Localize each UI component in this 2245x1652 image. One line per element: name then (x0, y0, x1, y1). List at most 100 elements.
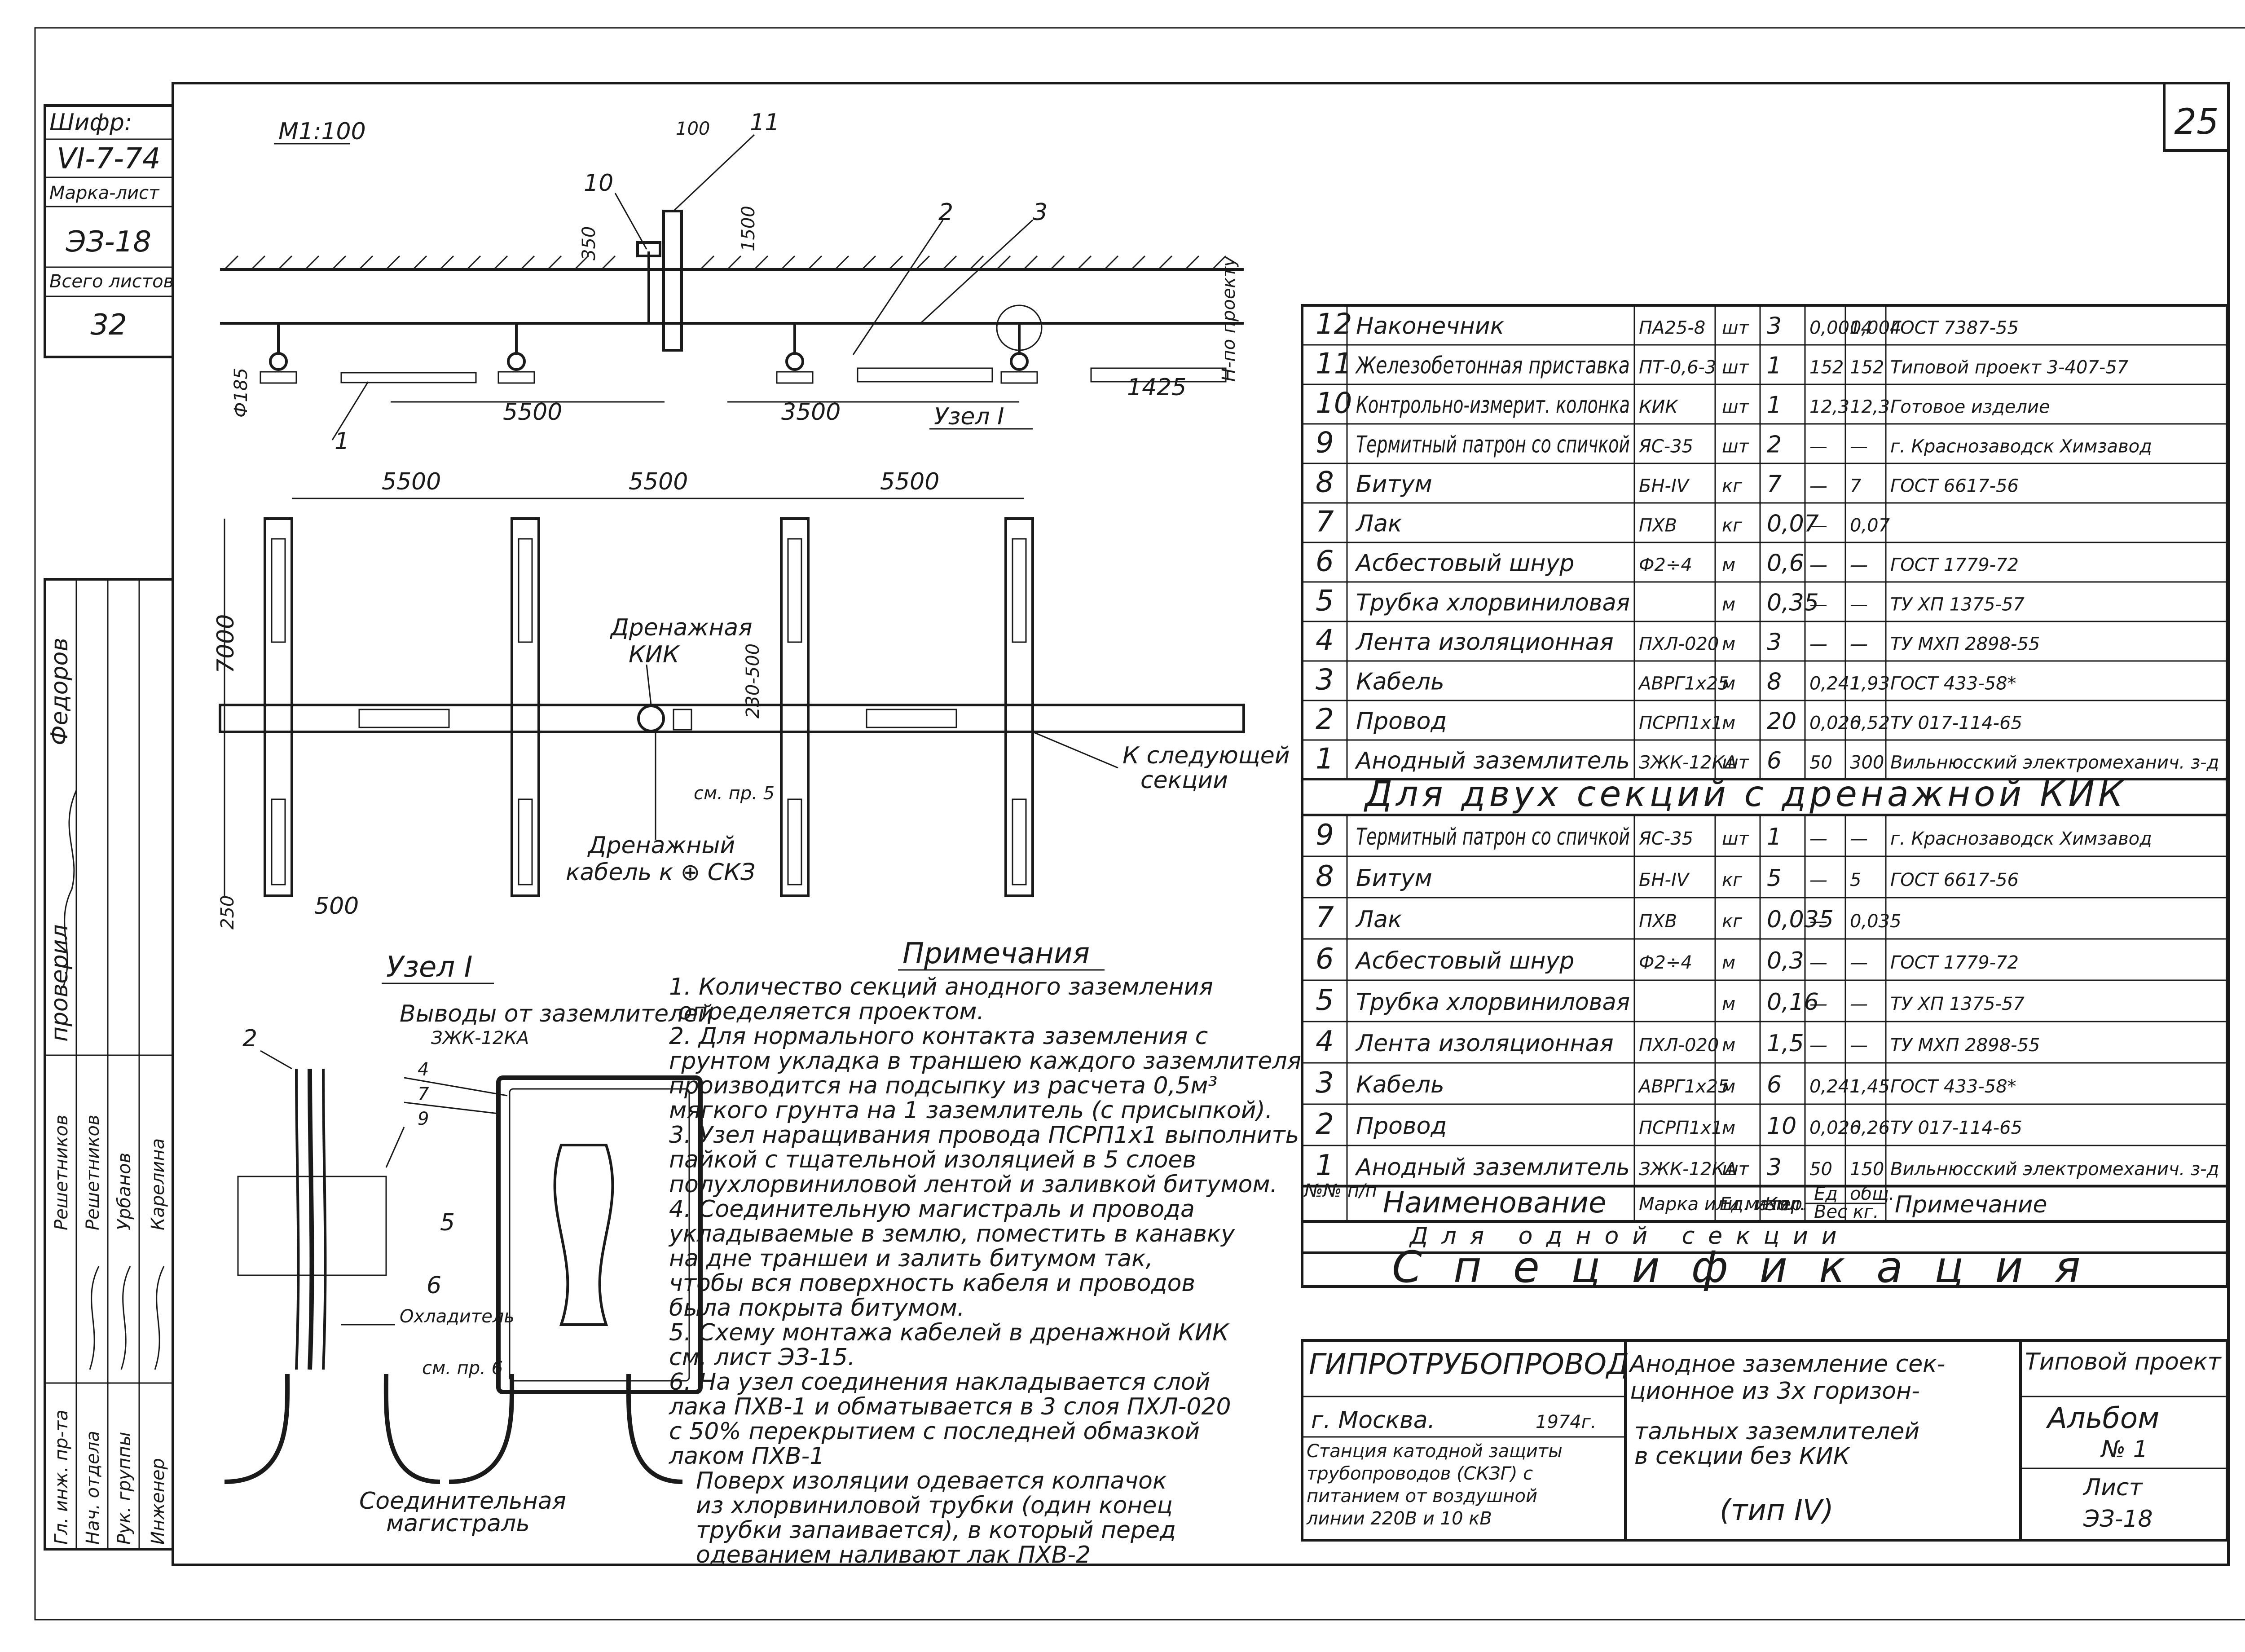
note-line-11: укладываемые в землю, поместить в канавк… (668, 1220, 1235, 1247)
spec-cell-name: Трубка хлорвиниловая (1356, 589, 1630, 616)
spec-cell-w2: — (1850, 828, 1868, 849)
spec-cell-qty: 6 (1767, 1071, 1782, 1098)
plan-dim-left-250: 250 (217, 895, 238, 930)
spec-cell-w1: 152 (1809, 357, 1844, 378)
role-engineer: Инженер (148, 1458, 168, 1545)
spec-cell-w2: — (1850, 436, 1868, 457)
spec-cell-name: Анодный заземлитель (1355, 1154, 1630, 1181)
spec-cell-mark: БН-IV (1639, 476, 1690, 496)
spec-section-caption: Для двух секций с дренажной КИК (1364, 774, 2126, 815)
title-desc-1: Станция катодной защиты (1307, 1441, 1563, 1462)
spec-cell-w2: — (1850, 634, 1868, 654)
plan-drain-cable-2: кабель к ⊕ СКЗ (566, 859, 755, 886)
left-stamp: Шифр: VI-7-74 Марка-лист ЭЗ-18 Всего лис… (44, 104, 174, 358)
spec-header-num: №№ п/п (1303, 1181, 1377, 1201)
spec-cell-qty: 3 (1767, 629, 1782, 656)
profile-anode-4 (996, 304, 1043, 384)
node-title: Узел I (386, 951, 473, 984)
spec-cell-w2: 1,93 (1850, 673, 1890, 694)
spec-cell-mark: Ф2÷4 (1639, 555, 1692, 575)
spec-cell-note: г. Краснозаводск Химзавод (1890, 436, 2152, 457)
spec-cell-qty: 20 (1767, 708, 1796, 735)
plan-anode-column-1 (264, 517, 293, 897)
spec-cell-mark: ЯС-35 (1638, 828, 1693, 849)
spec-cell-qty: 1,5 (1767, 1030, 1804, 1057)
spec-cell-w1: — (1809, 436, 1827, 457)
scale-label: М1:100 (278, 118, 366, 145)
plan-dim-left-500: 500 (314, 893, 359, 920)
plan-anode-column-2 (511, 517, 540, 897)
spec-cell-name: Битум (1356, 865, 1432, 892)
stamp-value-mark: ЭЗ-18 (66, 225, 151, 259)
spec-cell-note: г. Краснозаводск Химзавод (1890, 828, 2152, 849)
spec-cell-note: ГОСТ 6617-56 (1890, 870, 2019, 890)
stamp-value-cipher: VI-7-74 (57, 142, 161, 176)
spec-cell-qty: 1 (1767, 392, 1782, 419)
node-callout-7: 7 (418, 1084, 429, 1105)
spec-cell-unit: м (1722, 994, 1735, 1014)
ground-hatching (224, 255, 1227, 270)
spec-cell-note: ТУ МХП 2898-55 (1890, 1035, 2040, 1056)
stamp-label-mark: Марка-лист (49, 183, 160, 203)
spec-cell-unit: кг (1722, 476, 1743, 496)
title-block: ГИПРОТРУБОПРОВОД г. Москва. 1974г. Станц… (1301, 1339, 2228, 1542)
spec-cell-w2: 150 (1850, 1159, 1884, 1180)
spec-cell-n: 4 (1316, 624, 1334, 657)
spec-cell-unit: м (1722, 1076, 1735, 1097)
spec-cell-n: 1 (1316, 742, 1334, 775)
spec-cell-note: Типовой проект 3-407-57 (1890, 357, 2129, 378)
spec-cell-name: Провод (1356, 1113, 1447, 1140)
name-engineer: Карелина (148, 1138, 168, 1230)
spec-cell-qty: 1 (1767, 824, 1782, 850)
spec-cell-w1: — (1809, 911, 1827, 932)
spec-cell-n: 1 (1316, 1149, 1334, 1182)
spec-cell-mark: Ф2÷4 (1639, 952, 1692, 973)
spec-cell-qty: 7 (1767, 471, 1782, 498)
plan-dim-top-2: 5500 (629, 468, 688, 495)
spec-header-qty: Кол. (1765, 1194, 1805, 1215)
note-line-7: 3. Узел наращивания провода ПСРП1х1 выпо… (669, 1122, 1299, 1149)
plan-dim-top-3: 5500 (880, 468, 939, 495)
spec-cell-w1: — (1809, 994, 1827, 1014)
plan-next-section-2: секции (1140, 767, 1228, 794)
plan-main-trench (219, 704, 1245, 733)
spec-cell-w2: 0,004 (1850, 317, 1902, 338)
spec-cell-n: 8 (1316, 466, 1334, 499)
spec-cell-unit: кг (1722, 515, 1743, 536)
node-main-left (224, 1374, 440, 1484)
node-detail: Узел I Выводы от заземлителей ЗЖК-12КА 2… (224, 951, 713, 1537)
profile-callout-10: 10 (584, 170, 613, 197)
spec-cell-w1: — (1809, 828, 1827, 849)
profile-callout-3: 3 (1033, 199, 1048, 226)
spec-cell-name: Контрольно-измерит. колонка (1356, 392, 1630, 419)
spec-cell-name: Трубка хлорвиниловая (1356, 989, 1630, 1016)
note-line-19: с 50% перекрытием с последней обмазкой (669, 1418, 1200, 1445)
spec-cell-w2: — (1850, 994, 1868, 1014)
note-line-2: определяется проектом. (678, 998, 984, 1025)
spec-cell-note: ГОСТ 1779-72 (1890, 952, 2019, 973)
spec-cell-w2: 1,45 (1850, 1076, 1890, 1097)
spec-cell-qty: 0,035 (1767, 906, 1834, 933)
spec-cell-w1: — (1809, 870, 1827, 890)
spec-cell-name: Кабель (1356, 668, 1444, 695)
note-line-21: Поверх изоляции одевается колпачок (696, 1467, 1167, 1494)
spec-cell-mark: ПТ-0,6-3 (1639, 357, 1716, 378)
spec-cell-w2: 7 (1850, 476, 1862, 496)
note-line-9: полухлорвиниловой лентой и заливкой биту… (669, 1171, 1277, 1198)
spec-cell-w2: 0,035 (1850, 911, 1902, 932)
title-desc-4: линии 220В и 10 кВ (1306, 1508, 1492, 1529)
profile-anode-rod-1 (340, 372, 477, 383)
spec-cell-mark: ПХЛ-020 (1639, 1035, 1719, 1056)
note-line-17: 6. На узел соединения накладывается слой (669, 1369, 1211, 1396)
spec-cell-unit: шт (1722, 357, 1750, 378)
node-ref-item: см. пр. 6 (422, 1358, 503, 1379)
spec-cell-name: Асбестовый шнур (1355, 947, 1574, 974)
note-line-6: мягкого грунта на 1 заземлитель (с присы… (669, 1097, 1272, 1124)
spec-header-w-caption: Вес кг. (1814, 1202, 1879, 1222)
note-line-18: лака ПХВ-1 и обматывается в 3 слоя ПХЛ-0… (669, 1393, 1231, 1420)
spec-cell-note: ТУ 017-114-65 (1890, 713, 2022, 733)
spec-cell-n: 6 (1316, 545, 1334, 578)
signature-group (120, 1266, 131, 1370)
title-main-2: ционное из 3х горизон- (1630, 1378, 1920, 1405)
